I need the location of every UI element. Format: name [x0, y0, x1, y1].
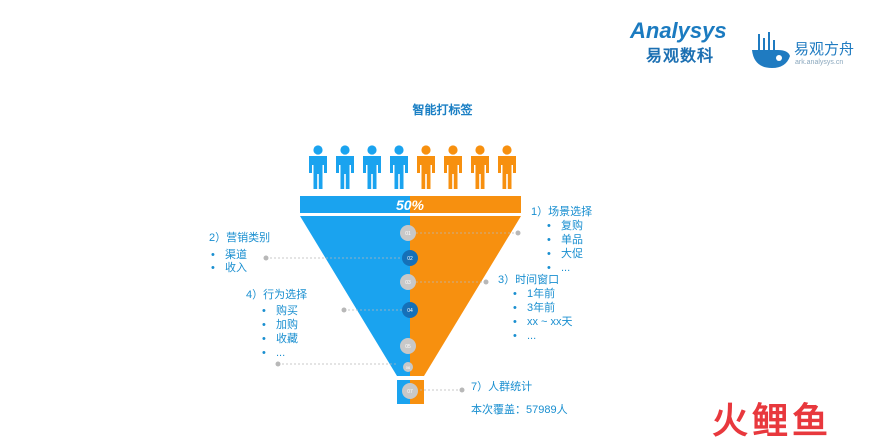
step-node	[400, 225, 416, 241]
crowd-label: 7）人群统计	[471, 381, 533, 393]
step-node-label: 03	[405, 280, 411, 286]
person-icon	[309, 145, 327, 189]
behavior-label: 4）行为选择	[246, 289, 308, 301]
ark-name: 易观方舟	[794, 41, 855, 58]
diagram-title: 智能打标签	[412, 103, 473, 117]
watermark-text: 火鲤鱼	[712, 400, 833, 441]
time-item: 3年前	[513, 301, 573, 315]
analysys-logo: Analysys 易观数科	[630, 18, 727, 74]
person-icon	[471, 145, 489, 189]
step-node-label: 06	[406, 365, 411, 370]
person-icon	[444, 145, 462, 189]
behavior-item: 加购	[262, 318, 298, 332]
time-label: 3）时间窗口	[498, 274, 560, 286]
ark-logo: 易观方舟 ark.analysys.cn	[748, 28, 863, 73]
behavior-item: 收藏	[262, 332, 298, 346]
funnel-left	[300, 216, 410, 376]
time-item: ...	[513, 329, 573, 343]
analysys-wordmark: Analysys	[630, 18, 727, 43]
connector-dot	[341, 307, 347, 313]
step-node	[402, 302, 418, 318]
funnel-right	[410, 216, 521, 376]
time-item: 1年前	[513, 287, 573, 301]
step-node	[400, 338, 416, 354]
step-node-label: 05	[405, 344, 411, 350]
scene-label: 1）场景选择	[531, 206, 593, 218]
connector-dot	[515, 230, 521, 236]
time-item: xx ~ xx天	[513, 315, 573, 329]
connector-dot	[459, 387, 465, 393]
step-node	[402, 250, 418, 266]
step-node-label: 02	[407, 256, 413, 262]
person-icon	[390, 145, 408, 189]
person-icon	[336, 145, 354, 189]
step-node-label: 01	[405, 231, 411, 237]
scene-item: 单品	[547, 233, 583, 247]
connector-dot	[483, 279, 489, 285]
bar-right	[410, 196, 521, 213]
people-row	[309, 145, 516, 189]
connector-dot	[263, 255, 269, 261]
marketing-item: 收入	[211, 262, 247, 275]
scene-item: 复购	[547, 219, 583, 233]
scene-item: 大促	[547, 247, 583, 261]
behavior-item: ...	[262, 346, 298, 360]
time-list: 1年前 3年前 xx ~ xx天 ...	[513, 287, 573, 343]
watermark: 火鲤鱼	[712, 392, 832, 444]
scene-list: 复购 单品 大促 ...	[547, 219, 583, 275]
bar-left	[300, 196, 410, 213]
scene-item: ...	[547, 261, 583, 275]
person-icon	[417, 145, 435, 189]
behavior-list: 购买 加购 收藏 ...	[262, 304, 298, 360]
bar-percent: 50%	[396, 197, 425, 213]
marketing-label: 2）营销类别	[209, 232, 271, 244]
behavior-item: 购买	[262, 304, 298, 318]
person-icon	[498, 145, 516, 189]
marketing-list: 渠道 收入	[211, 249, 247, 275]
step-node-label: 04	[407, 308, 413, 314]
ark-url: ark.analysys.cn	[795, 59, 844, 66]
step-node	[402, 383, 418, 399]
person-icon	[363, 145, 381, 189]
crowd-coverage: 本次覆盖：57989人	[471, 404, 568, 416]
step-node-label: 07	[407, 389, 413, 395]
analysys-cn-name: 易观数科	[646, 48, 715, 65]
ark-whale-icon	[752, 32, 790, 68]
marketing-item: 渠道	[211, 249, 247, 262]
connector-dot	[275, 361, 281, 367]
step-node	[400, 274, 416, 290]
step-node	[403, 362, 413, 372]
